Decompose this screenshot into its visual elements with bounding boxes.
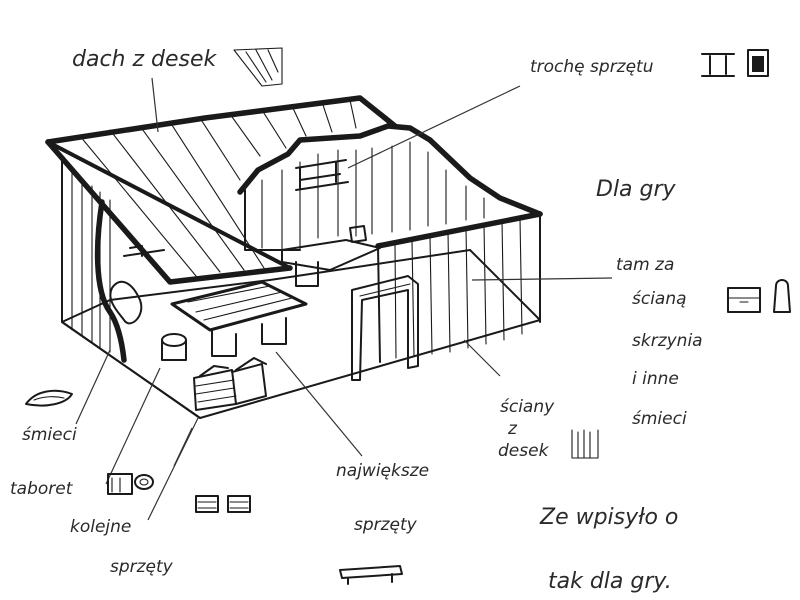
leader-stool [106,368,160,484]
leader-behind-wall [472,278,612,280]
label-largest-2: sprzęty [354,515,418,535]
back-wall [240,126,540,250]
label-side-note: Dla gry [596,177,677,202]
leader-shelf [348,86,520,168]
wall-shelf [296,160,348,190]
label-roof: dach z desek [72,47,218,72]
leader-walls [464,340,500,376]
roof-planks-icon [234,48,282,86]
leader-other-2 [174,428,192,466]
label-walls-1: ściany [500,397,555,417]
table [172,282,306,356]
label-walls-2: z [507,419,518,439]
label-behind-walls-4: i inne [632,369,679,389]
cabin [48,98,540,418]
label-other-2: sprzęty [110,557,174,577]
label-behind-walls-1: tam za [616,255,674,275]
label-behind-walls-2: ścianą [632,289,687,309]
chest-icon [728,280,790,312]
label-note-2: tak dla gry. [548,569,672,594]
loft-platform [282,226,380,286]
label-note-1: Ze wpisyło o [539,505,678,530]
label-walls-3: desek [498,441,550,461]
stool-icon [108,474,153,494]
label-behind-walls-3: skrzynia [632,331,703,351]
left-wall [62,160,200,418]
planks-wall-icon [572,430,598,458]
crates-icon [196,496,250,512]
trash-icon [26,391,72,406]
bench-icon [340,566,402,584]
label-other-1: kolejne [70,517,131,537]
label-shelf-items: trochę sprzętu [530,57,654,77]
right-wall [378,214,540,362]
leader-trash [76,350,110,424]
shelf-items-icon [702,50,768,76]
label-largest-1: największe [336,461,429,481]
label-stool: taboret [10,479,74,499]
leader-other [148,418,198,520]
stool [162,334,186,360]
leader-largest [276,352,362,456]
label-behind-walls-5: śmieci [632,409,687,429]
label-trash: śmieci [22,425,77,445]
